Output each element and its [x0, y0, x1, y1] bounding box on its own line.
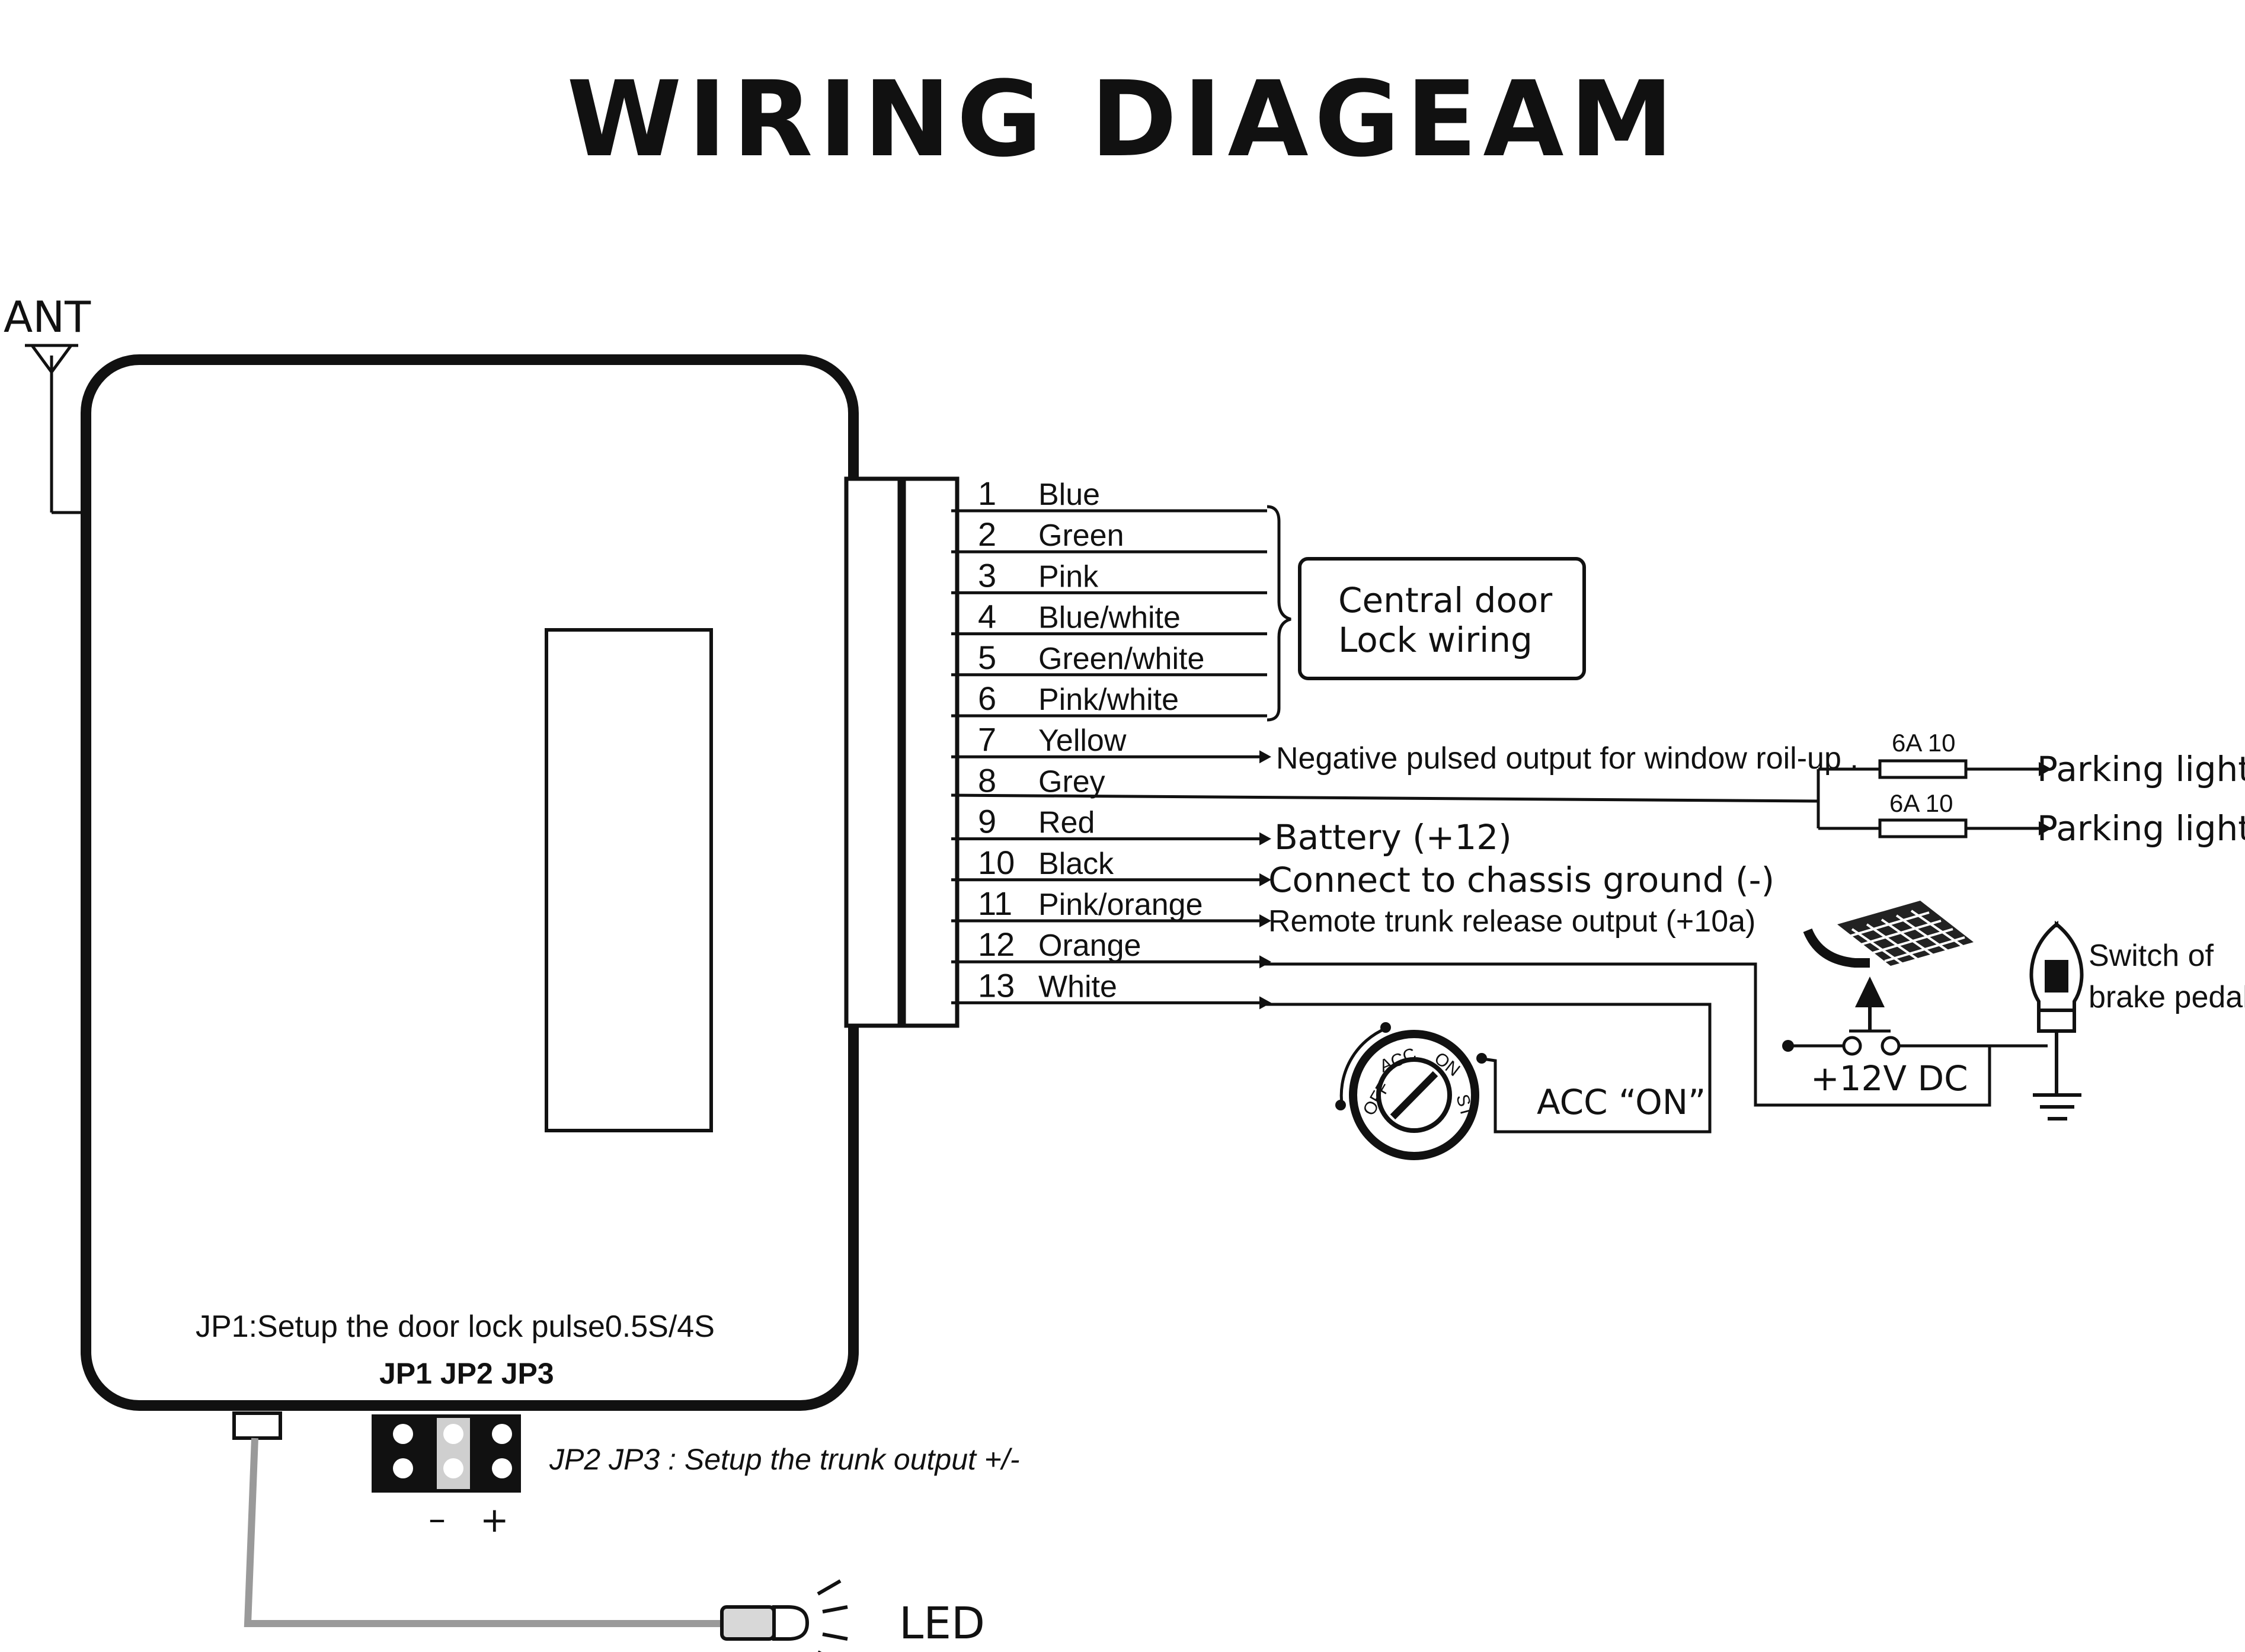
antenna-label: ANT — [4, 292, 91, 342]
fuse1 — [1878, 759, 1968, 779]
wire-8-number: 8 — [978, 761, 996, 799]
wire-2-number: 2 — [978, 516, 996, 553]
grey-wire-branch — [951, 767, 2039, 830]
wire-6-number: 6 — [978, 680, 996, 717]
wire-9-number: 9 — [978, 803, 996, 840]
brake-switch-terminal-b — [1881, 1036, 1901, 1056]
brake-plunger-arrow — [1855, 977, 1885, 1007]
wire-7-arrow — [1259, 750, 1271, 764]
brake-switch-terminal-a — [1842, 1036, 1862, 1056]
jumper-plus: + — [480, 1500, 509, 1540]
led-icon — [720, 1579, 848, 1652]
wire-lines: 1 Blue 2 Green 3 Pink 4 Blue/white 5 Green/white 6… — [951, 475, 1271, 1010]
central-door-box — [1298, 557, 1586, 680]
wire-8-color: Grey — [1038, 764, 1105, 799]
output-red-label: Battery (+12) — [1274, 817, 1512, 857]
fuse2-arrow — [2039, 821, 2052, 835]
white-wire-branch — [1259, 1003, 1712, 1134]
orange-wire-branch — [1259, 962, 2048, 1107]
wire-4-number: 4 — [978, 598, 996, 635]
central-door-brace — [1267, 505, 1291, 722]
jp23-note: JP2 JP3 : Setup the trunk output +/- — [549, 1443, 1020, 1476]
wire-6-color: Pink/white — [1038, 683, 1179, 717]
output-black-label: Connect to chassis ground (-) — [1268, 860, 1774, 900]
fuse2 — [1878, 818, 1968, 838]
wire-9-arrow — [1259, 832, 1271, 846]
output-yellow-label: Negative pulsed output for window roil-u… — [1276, 741, 1859, 776]
bulb-icon — [2029, 920, 2084, 1033]
connector-block-inner — [901, 476, 960, 1028]
brake-switch-line2: brake pedal — [2089, 980, 2245, 1014]
wire-3-number: 3 — [978, 556, 996, 594]
output-pink-orange-label: Remote trunk release output (+10a) — [1268, 904, 1755, 939]
wire-12-arrow — [1259, 955, 1271, 969]
wire-10-arrow — [1259, 873, 1271, 886]
led-wire — [244, 1438, 722, 1627]
wire-11-arrow — [1259, 914, 1271, 927]
control-unit — [81, 354, 859, 1411]
jumper-minus: – — [428, 1499, 446, 1539]
wire-12-number: 12 — [978, 926, 1015, 963]
ground-icon — [2033, 1031, 2081, 1120]
wire-1-number: 1 — [978, 475, 996, 512]
wire-1-color: Blue — [1038, 478, 1100, 512]
jp1-note: JP1:Setup the door lock pulse0.5S/4S — [196, 1310, 715, 1344]
brake-pedal-icon — [1803, 901, 1974, 968]
connector-block-outer — [844, 476, 902, 1028]
wire-2-color: Green — [1038, 518, 1124, 553]
parking-light-1: Parking light — [2037, 749, 2245, 789]
page-title: WIRING DIAGEAM — [567, 59, 1679, 180]
fuse2-rating: 6A 10 — [1889, 789, 1953, 817]
fuse1-rating: 6A 10 — [1892, 729, 1955, 757]
wire-11-number: 11 — [978, 885, 1012, 922]
wire-10-number: 10 — [978, 844, 1015, 881]
wire-10-color: Black — [1038, 847, 1114, 881]
fuse1-arrow — [2039, 762, 2052, 776]
wire-9-color: Red — [1038, 806, 1095, 840]
parking-light-2: Parking light — [2037, 808, 2245, 849]
led-label: LED — [899, 1598, 985, 1649]
central-door-line2: Lock wiring — [1338, 620, 1533, 660]
wire-7-color: Yellow — [1038, 723, 1127, 758]
acc-terminal — [1476, 1053, 1487, 1064]
led-connector — [232, 1411, 282, 1440]
wire-5-color: Green/white — [1038, 642, 1204, 676]
wire-3-color: Pink — [1038, 559, 1099, 594]
ignition-switch-icon — [1335, 1022, 1479, 1160]
brake-contact-left — [1782, 1040, 1794, 1052]
wire-13-number: 13 — [978, 966, 1015, 1004]
acc-on-label: ACC “ON” — [1537, 1082, 1706, 1122]
wire-12-color: Orange — [1038, 929, 1141, 963]
wire-13-arrow — [1259, 996, 1271, 1010]
wire-4-color: Blue/white — [1038, 601, 1181, 635]
unit-label-window — [545, 628, 713, 1132]
wire-11-color: Pink/orange — [1038, 888, 1203, 922]
supply-12v-label: +12V DC — [1811, 1058, 1968, 1099]
central-door-line1: Central door — [1338, 580, 1552, 620]
brake-switch-line1: Switch of — [2089, 939, 2214, 973]
wire-7-number: 7 — [978, 721, 996, 758]
jumper-labels: JP1 JP2 JP3 — [379, 1357, 554, 1390]
wire-5-number: 5 — [978, 639, 996, 676]
wire-13-color: White — [1038, 969, 1117, 1004]
jumper-block — [372, 1414, 521, 1493]
